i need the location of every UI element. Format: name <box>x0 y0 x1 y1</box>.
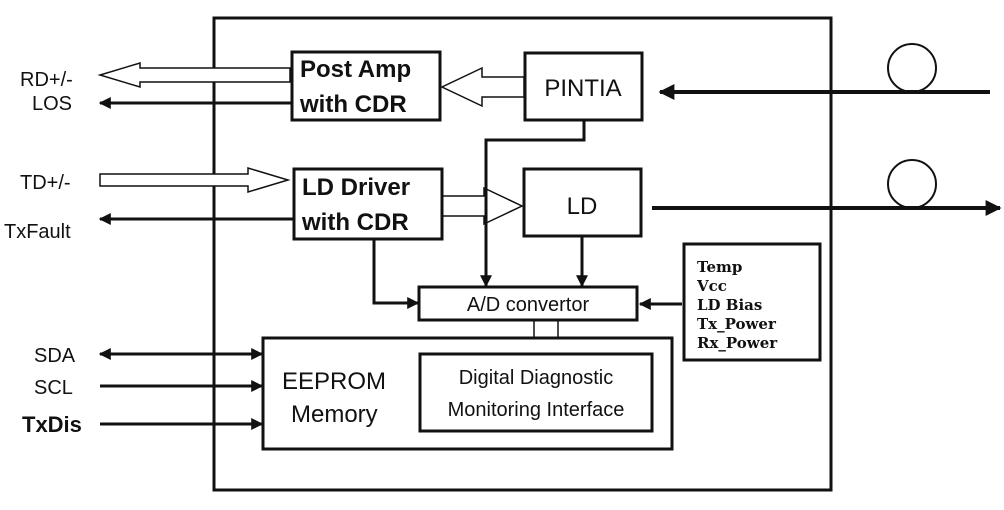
txdis-label: TxDis <box>22 412 82 437</box>
post-amp-label-1: Post Amp <box>300 56 411 83</box>
sda-label: SDA <box>34 345 76 367</box>
ld-driver-label-2: with CDR <box>301 209 409 236</box>
td-hollow-arrow <box>99 166 291 194</box>
tx-fiber-loop <box>887 159 937 209</box>
ddmi-block: Digital Diagnostic Monitoring Interface <box>418 352 654 433</box>
rx-fiber-loop <box>887 43 937 93</box>
adc-label: A/D convertor <box>467 294 590 316</box>
scl-label: SCL <box>34 377 73 399</box>
monitor-tx-power: Tx_Power <box>697 315 777 333</box>
txfault-label: TxFault <box>4 221 71 243</box>
pintia-label: PINTIA <box>544 75 621 102</box>
monitor-ld-bias: LD Bias <box>697 296 762 314</box>
monitors-block: Temp Vcc LD Bias Tx_Power Rx_Power <box>682 242 822 362</box>
rd-hollow-arrow <box>97 61 291 89</box>
post-amp-block: Post Amp with CDR <box>290 50 442 122</box>
ld-block: LD <box>522 167 643 238</box>
ld-driver-label-1: LD Driver <box>302 174 410 201</box>
td-label: TD+/- <box>20 172 71 194</box>
los-label: LOS <box>32 93 72 115</box>
ddmi-label-1: Digital Diagnostic <box>459 367 614 389</box>
eeprom-label-2: Memory <box>291 401 378 428</box>
ddmi-label-2: Monitoring Interface <box>448 399 625 421</box>
module-outline <box>212 16 833 492</box>
monitor-temp: Temp <box>697 258 742 276</box>
ld-driver-block: LD Driver with CDR <box>292 167 444 241</box>
eeprom-label-1: EEPROM <box>282 368 386 395</box>
post-amp-label-2: with CDR <box>299 91 407 118</box>
pintia-to-adc-arrow <box>480 120 586 288</box>
adc-block: A/D convertor <box>417 285 639 322</box>
pintia-block: PINTIA <box>523 51 644 122</box>
monitor-vcc: Vcc <box>696 277 727 295</box>
driver-to-adc-arrow <box>372 239 420 309</box>
rd-label: RD+/- <box>20 69 73 91</box>
monitor-rx-power: Rx_Power <box>697 334 778 352</box>
driver-to-ld-arrow <box>439 186 524 226</box>
ld-label: LD <box>567 193 598 220</box>
pintia-to-postamp-arrow <box>440 66 525 108</box>
